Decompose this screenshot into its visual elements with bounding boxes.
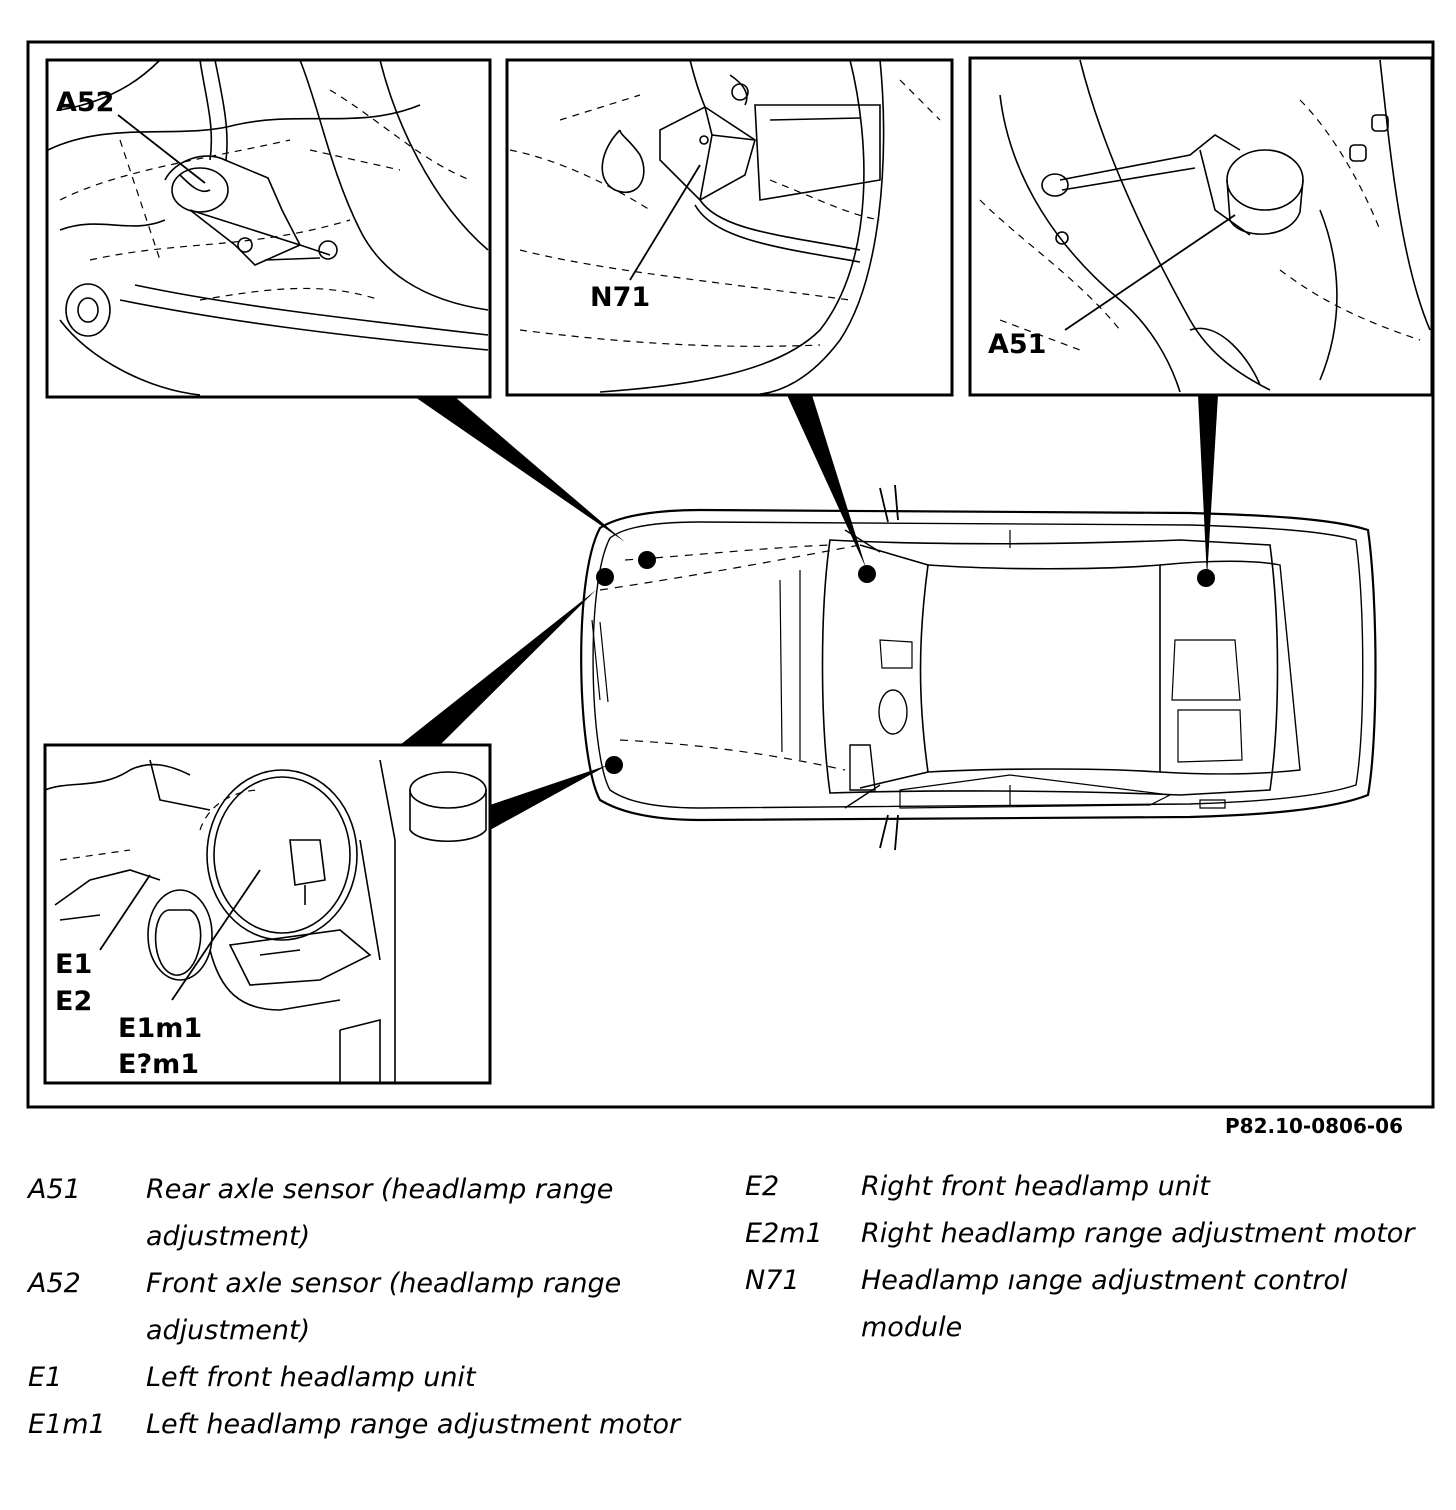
car-top-view bbox=[580, 484, 1377, 851]
detail-box-n71 bbox=[505, 58, 954, 397]
legend-code: N71 bbox=[745, 1265, 800, 1296]
location-dot-a52 bbox=[638, 551, 656, 569]
legend-row-a51: A51 Rear axle sensor (headlamp range adj… bbox=[28, 1166, 708, 1260]
label-a52: A52 bbox=[56, 87, 115, 118]
legend-code: A51 bbox=[28, 1174, 81, 1205]
detail-box-e1-e2 bbox=[43, 743, 492, 1085]
legend-description: Left front headlamp unit bbox=[146, 1362, 476, 1393]
label-a51: A51 bbox=[988, 329, 1047, 360]
legend-row-e1m1: E1m1 Left headlamp range adjustment moto… bbox=[28, 1401, 708, 1448]
legend-description: Left headlamp range adjustment motor bbox=[146, 1409, 681, 1440]
legend-description: Headlamp ıange adjustment control module bbox=[861, 1265, 1348, 1343]
legend-row-e1: E1 Left front headlamp unit bbox=[28, 1354, 708, 1401]
leader-a51 bbox=[1064, 214, 1236, 331]
legend-description: Right headlamp range adjustment motor bbox=[861, 1218, 1415, 1249]
pointer-a52 bbox=[415, 397, 625, 542]
location-dot-a51 bbox=[1197, 569, 1215, 587]
leader-e1-e2 bbox=[99, 874, 151, 951]
legend-code: E2m1 bbox=[745, 1218, 823, 1249]
legend-description: Rear axle sensor (headlamp range adjustm… bbox=[146, 1174, 614, 1252]
pointer-e1-e2 bbox=[400, 590, 596, 745]
legend-right-column: E2 Right front headlamp unit E2m1 Right … bbox=[745, 1163, 1445, 1351]
legend-row-e2: E2 Right front headlamp unit bbox=[745, 1163, 1445, 1210]
legend-code: E2 bbox=[745, 1171, 780, 1202]
legend-row-e2m1: E2m1 Right headlamp range adjustment mot… bbox=[745, 1210, 1445, 1257]
legend-code: E1 bbox=[28, 1362, 63, 1393]
legend-description: Front axle sensor (headlamp range adjust… bbox=[146, 1268, 622, 1346]
location-dot-e2 bbox=[605, 756, 623, 774]
label-e1m1: E1m1 bbox=[118, 1013, 203, 1044]
legend-description: Right front headlamp unit bbox=[861, 1171, 1210, 1202]
pointer-e1m1-e2m1 bbox=[490, 765, 608, 830]
pointer-a51 bbox=[1198, 395, 1218, 578]
diagram-figure bbox=[26, 40, 1435, 1109]
legend-left-column: A51 Rear axle sensor (headlamp range adj… bbox=[28, 1166, 708, 1448]
location-dot-e1 bbox=[596, 568, 614, 586]
label-n71: N71 bbox=[590, 282, 651, 313]
legend-row-n71: N71 Headlamp ıange adjustment control mo… bbox=[745, 1257, 1445, 1351]
legend-row-a52: A52 Front axle sensor (headlamp range ad… bbox=[28, 1260, 708, 1354]
location-dot-n71 bbox=[858, 565, 876, 583]
label-e2m1: E?m1 bbox=[118, 1049, 200, 1080]
figure-code: P82.10-0806-06 bbox=[1225, 1114, 1404, 1138]
pointer-n71 bbox=[787, 395, 866, 568]
diagram-outer-frame bbox=[26, 40, 1435, 1109]
detail-box-a51 bbox=[968, 56, 1434, 397]
label-e2: E2 bbox=[55, 986, 93, 1017]
legend-code: A52 bbox=[28, 1268, 81, 1299]
leader-n71 bbox=[629, 164, 701, 281]
car-outline bbox=[580, 508, 1377, 822]
leader-e1m1-e2m1 bbox=[171, 869, 261, 1001]
leader-a52 bbox=[117, 114, 206, 184]
label-e1: E1 bbox=[55, 949, 93, 980]
legend-code: E1m1 bbox=[28, 1409, 106, 1440]
